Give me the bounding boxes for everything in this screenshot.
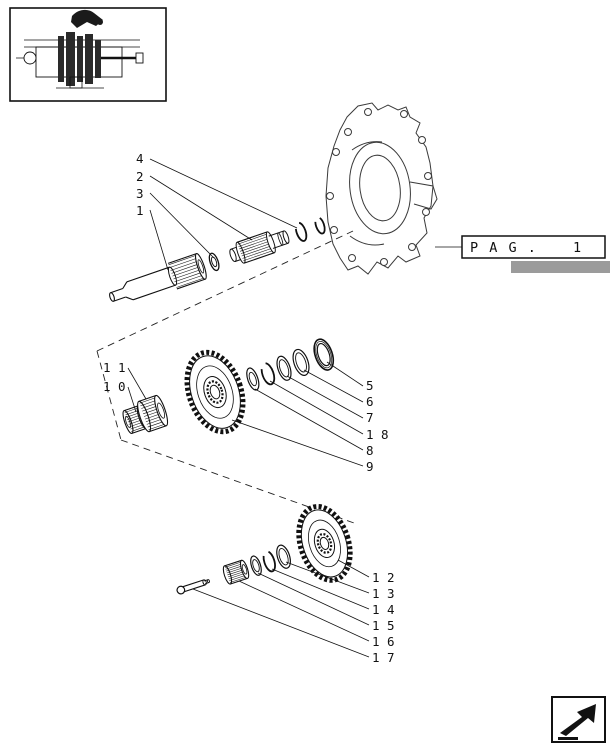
part-bearing-16 xyxy=(222,559,250,585)
callout-12: 1 2 xyxy=(337,559,395,585)
callout-4-label: 4 xyxy=(136,151,144,166)
callout-5-label: 5 xyxy=(366,378,374,393)
assembly-overview-thumbnail xyxy=(16,9,144,89)
callout-10: 1 0 xyxy=(103,379,137,413)
part-spacer-5 xyxy=(313,338,335,371)
part-hub-cluster-10-11 xyxy=(122,394,169,434)
callout-14-label: 1 4 xyxy=(372,602,395,617)
part-ring-7 xyxy=(276,355,292,381)
callout-3: 3 xyxy=(136,186,215,259)
part-gear-9 xyxy=(184,349,246,435)
callout-18-label: 1 8 xyxy=(366,427,389,442)
callout-1: 1 xyxy=(136,203,169,271)
part-shaft-1 xyxy=(109,253,207,302)
callout-13: 1 3 xyxy=(285,561,395,601)
pag-number: 1 xyxy=(573,240,583,256)
callout-3-label: 3 xyxy=(136,186,144,201)
part-snap-ring-4 xyxy=(294,216,326,242)
part-gear-12 xyxy=(296,504,353,583)
pag-label: P A G . xyxy=(470,240,537,256)
part-coupler-2 xyxy=(229,230,290,264)
callout-7: 7 xyxy=(286,375,374,425)
callout-17-label: 1 7 xyxy=(372,650,395,665)
callout-11-label: 1 1 xyxy=(103,360,126,375)
input-shaft-assembly xyxy=(109,216,326,302)
callout-9-label: 9 xyxy=(366,459,374,474)
callout-16-label: 1 6 xyxy=(372,634,395,649)
middle-gear-assembly xyxy=(122,338,335,435)
callouts: 4 2 3 1 1 1 1 0 5 6 xyxy=(103,151,395,665)
callout-17: 1 7 xyxy=(192,588,395,665)
callout-15: 1 5 xyxy=(257,572,395,633)
callout-6: 6 xyxy=(303,369,374,409)
part-pin-17 xyxy=(176,579,210,595)
callout-7-label: 7 xyxy=(366,410,374,425)
callout-6-label: 6 xyxy=(366,394,374,409)
callout-11: 1 1 xyxy=(103,360,147,400)
part-snap-ring-18 xyxy=(260,362,276,386)
part-ring-3 xyxy=(208,252,220,272)
callout-14: 1 4 xyxy=(271,568,395,617)
callout-10-label: 1 0 xyxy=(103,379,126,394)
callout-1-label: 1 xyxy=(136,203,144,218)
callout-5: 5 xyxy=(326,361,374,393)
callout-8-label: 8 xyxy=(366,443,374,458)
callout-8: 8 xyxy=(254,388,374,458)
callout-15-label: 1 5 xyxy=(372,618,395,633)
continuation-arrow-icon xyxy=(558,704,596,740)
part-snap-ring-14 xyxy=(262,550,276,573)
part-washer-15 xyxy=(250,555,262,576)
overview-inset-box xyxy=(9,7,167,102)
callout-13-label: 1 3 xyxy=(372,586,395,601)
continuation-box xyxy=(551,696,606,743)
callout-16: 1 6 xyxy=(238,580,395,649)
housing-drawing xyxy=(325,102,438,275)
callout-2: 2 xyxy=(136,169,253,241)
gray-bar xyxy=(511,261,610,273)
pag-box: P A G . 1 xyxy=(461,235,606,259)
callout-2-label: 2 xyxy=(136,169,144,184)
bottom-gear-assembly xyxy=(176,504,353,595)
part-washer-8 xyxy=(246,367,260,391)
callout-9: 9 xyxy=(231,419,374,474)
callout-12-label: 1 2 xyxy=(372,570,395,585)
callout-4: 4 xyxy=(136,151,298,229)
part-ring-13 xyxy=(276,544,291,569)
callout-18: 1 8 xyxy=(269,380,389,442)
part-ring-6 xyxy=(292,348,310,376)
